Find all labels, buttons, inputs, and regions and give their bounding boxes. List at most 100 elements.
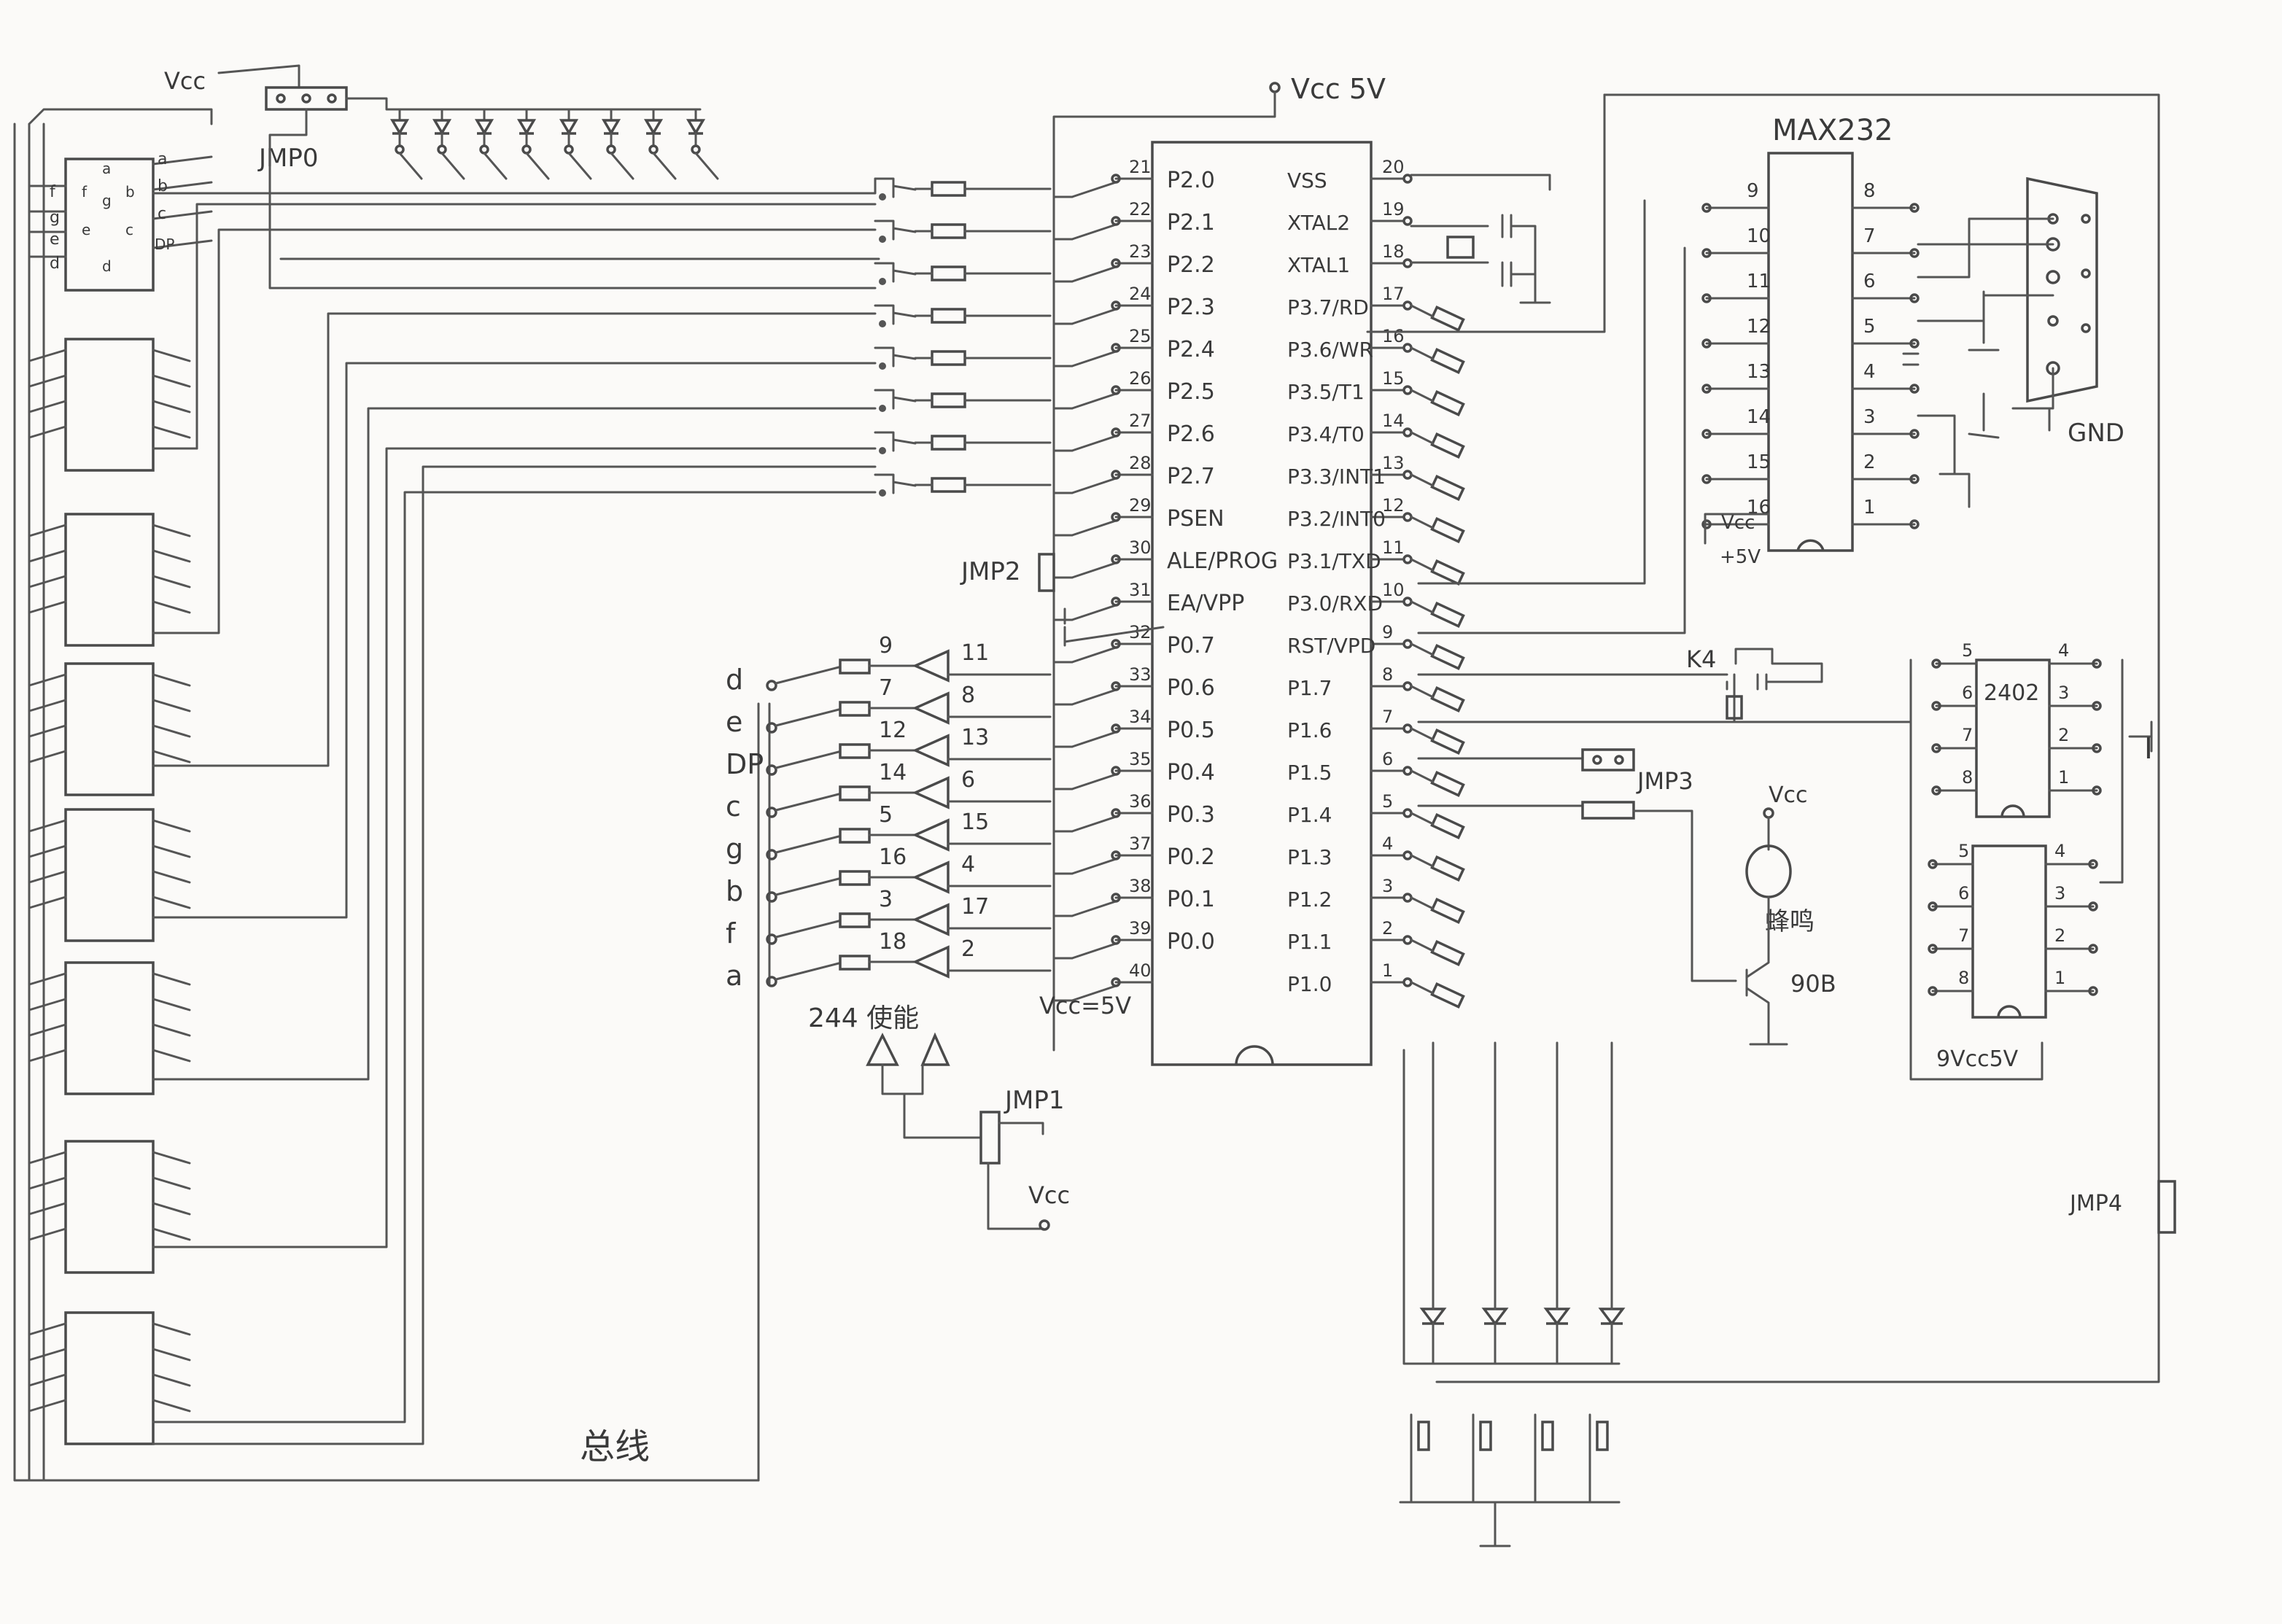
buzzer-circuit: JMP3 Vcc 蜂鸣 90B (1417, 720, 1912, 1046)
key-diode-icon (1481, 1308, 1509, 1326)
max232-right-pin-number: 4 (1863, 361, 1876, 383)
segment-terminal (766, 722, 777, 734)
key-diode-icon (1598, 1308, 1626, 1326)
buffer-in-pin: 7 (879, 675, 893, 701)
mcu-left-pin-wire (1071, 262, 1154, 283)
display-pin-line (28, 699, 67, 712)
mcu-left-pin-terminal (1111, 258, 1121, 268)
pullup-resistor (1430, 728, 1465, 755)
max232-right-terminal (1909, 338, 1920, 349)
mcu-left-pin-wire (1071, 981, 1154, 1002)
mcu-left-pin-name: P0.0 (1167, 929, 1215, 955)
display-pin-line (152, 1151, 191, 1165)
buzzer-icon (1745, 844, 1792, 898)
mcu-left-pin-number: 35 (1129, 749, 1152, 769)
seg-display-1 (64, 158, 155, 292)
segment-resistor (839, 743, 871, 759)
junction-dot (879, 278, 886, 285)
mcu-left-pin-number: 24 (1129, 284, 1152, 304)
pullup-wire (1410, 558, 1435, 572)
led-wire (652, 152, 677, 180)
transistor-label: 90B (1790, 970, 1836, 998)
display-pin-line (152, 1322, 191, 1336)
mcu-right-pin-terminal (1402, 258, 1413, 268)
mcu-left-pin-name: P2.4 (1167, 337, 1215, 362)
buffer-gate-icon (912, 903, 950, 936)
key-wire (1588, 1413, 1621, 1504)
segment-label: c (726, 790, 741, 823)
eeprom-left-pin-number: 7 (1958, 925, 1969, 946)
vcc-max-label: Vcc (1721, 512, 1755, 534)
segment-wire (775, 666, 840, 685)
seg-inner-g: g (102, 192, 112, 209)
max232-left-terminal (1701, 248, 1712, 258)
mcu-left-pin-terminal (1111, 893, 1121, 903)
reset-resistor (1726, 695, 1743, 720)
pullup-wire (1410, 939, 1435, 952)
mcu-right-pin-number: 16 (1382, 326, 1405, 346)
display-pin-line (28, 349, 67, 362)
mcu-right-pin-number: 11 (1382, 537, 1405, 558)
segment-label: g (726, 833, 743, 865)
display-pin-line (152, 844, 191, 858)
key-diode-icon (1419, 1308, 1447, 1326)
led-diode-icon (432, 119, 452, 136)
led-diode-icon (601, 119, 621, 136)
led-wire (694, 152, 719, 180)
key-wire (1534, 1413, 1566, 1504)
mcu-left-pin-terminal (1111, 935, 1121, 945)
eeprom-side-label: I (2144, 732, 2153, 766)
mcu-right-pin-number: 1 (1382, 960, 1393, 981)
display-pin-line (152, 1373, 191, 1387)
display-pin-line (28, 575, 67, 588)
display-pin-line (152, 819, 191, 833)
pullup-wire (1410, 346, 1435, 360)
mcu-left-pin-number: 22 (1129, 199, 1152, 219)
vcc-top-left-label: Vcc (164, 67, 206, 95)
display-pin-line (28, 400, 67, 413)
mcu-left-pin-name: P2.2 (1167, 252, 1215, 278)
buffer-out-pin: 2 (961, 936, 975, 962)
mcu-left-pin-name: P0.3 (1167, 802, 1215, 828)
segment-resistor (839, 912, 871, 928)
mcu-left-pin-number: 40 (1129, 960, 1152, 981)
segment-resistor (839, 870, 871, 886)
eeprom-right-pin-number: 3 (2054, 883, 2065, 904)
mcu-left-pin-name: P0.6 (1167, 675, 1215, 701)
mcu-left-pin-terminal (1111, 343, 1121, 353)
driver-resistor (931, 181, 966, 197)
max232-left-pin-number: 13 (1747, 361, 1771, 383)
pullup-wire (1410, 389, 1435, 403)
mcu-left-pin-name: P0.2 (1167, 844, 1215, 870)
max232-left-terminal (1701, 474, 1712, 484)
driver-resistor (931, 308, 966, 324)
driver-transistor (874, 219, 917, 241)
mcu-left-pin-name: PSEN (1167, 506, 1225, 532)
display-pin-line (152, 1049, 191, 1062)
buffer-gate-icon (912, 734, 950, 767)
max232-right-pin-number: 8 (1863, 180, 1876, 202)
mcu-right-pin-terminal (1402, 216, 1413, 226)
seg-inner-f: f (82, 183, 88, 201)
eeprom-right-terminal (2088, 944, 2098, 954)
vcc-mcu-bottom-label: Vcc=5V (1039, 992, 1131, 1019)
display-pin-line (28, 1151, 67, 1165)
max232-right-pin-number: 5 (1863, 316, 1876, 338)
mcu-right-pin-number: 18 (1382, 241, 1405, 262)
pullup-wire (1410, 769, 1435, 783)
mcu-left-pin-terminal (1111, 850, 1121, 860)
max232-chip (1767, 152, 1854, 552)
segment-resistor (839, 828, 871, 844)
vcc-main-label: Vcc 5V (1291, 73, 1386, 105)
segment-wire (775, 708, 840, 727)
display-pin-line (152, 699, 191, 712)
key-switch-icon (1479, 1421, 1492, 1451)
eeprom-right-pin-number: 3 (2058, 683, 2069, 703)
mcu-left-pin-number: 34 (1129, 707, 1152, 727)
display-pin-line (28, 524, 67, 537)
display-pin-line (28, 1348, 67, 1361)
buffer-in-pin: 12 (879, 718, 907, 743)
display-pin-line (152, 870, 191, 884)
driver-transistor (874, 177, 917, 198)
